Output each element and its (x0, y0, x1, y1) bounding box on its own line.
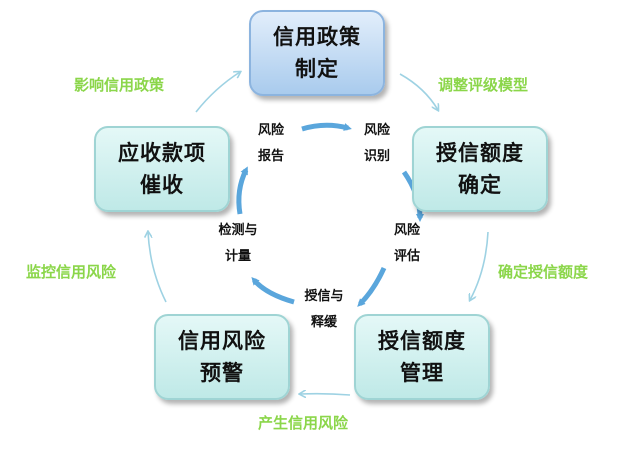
node-credit-limit: 授信额度 确定 (412, 126, 548, 212)
cycle-label-identify: 风险 识别 (363, 123, 390, 164)
arrow-mgmt-to-warning (300, 394, 351, 395)
cycle-arrow-4 (251, 276, 295, 305)
arrow-limit-to-mgmt (470, 231, 489, 300)
arrow-policy-to-limit (399, 73, 438, 110)
edge-label-produce-risk: 产生信用风险 (258, 414, 349, 432)
edge-label-affect-policy: 影响信用政策 (74, 76, 165, 94)
arrow-warning-to-collection (148, 232, 167, 303)
cycle-label-grant-release: 授信与 释缓 (304, 289, 344, 330)
node-policy: 信用政策 制定 (249, 10, 385, 96)
cycle-label-report: 风险 报告 (257, 123, 284, 164)
arrow-collection-to-policy (195, 72, 240, 113)
cycle-arrow-3 (357, 266, 387, 307)
edge-label-adjust-model: 调整评级模型 (438, 76, 529, 94)
node-collection: 应收款项 催收 (94, 126, 230, 212)
node-risk-warning: 信用风险 预警 (154, 314, 290, 400)
cycle-arrow-1 (301, 122, 352, 132)
edge-label-confirm-limit: 确定授信额度 (498, 263, 589, 281)
cycle-label-assess: 风险 评估 (393, 223, 420, 264)
cycle-label-measure: 检测与 计量 (218, 223, 258, 264)
edge-label-monitor-risk: 监控信用风险 (26, 263, 117, 281)
cycle-arrow-5 (236, 166, 249, 215)
node-limit-management: 授信额度 管理 (354, 314, 490, 400)
